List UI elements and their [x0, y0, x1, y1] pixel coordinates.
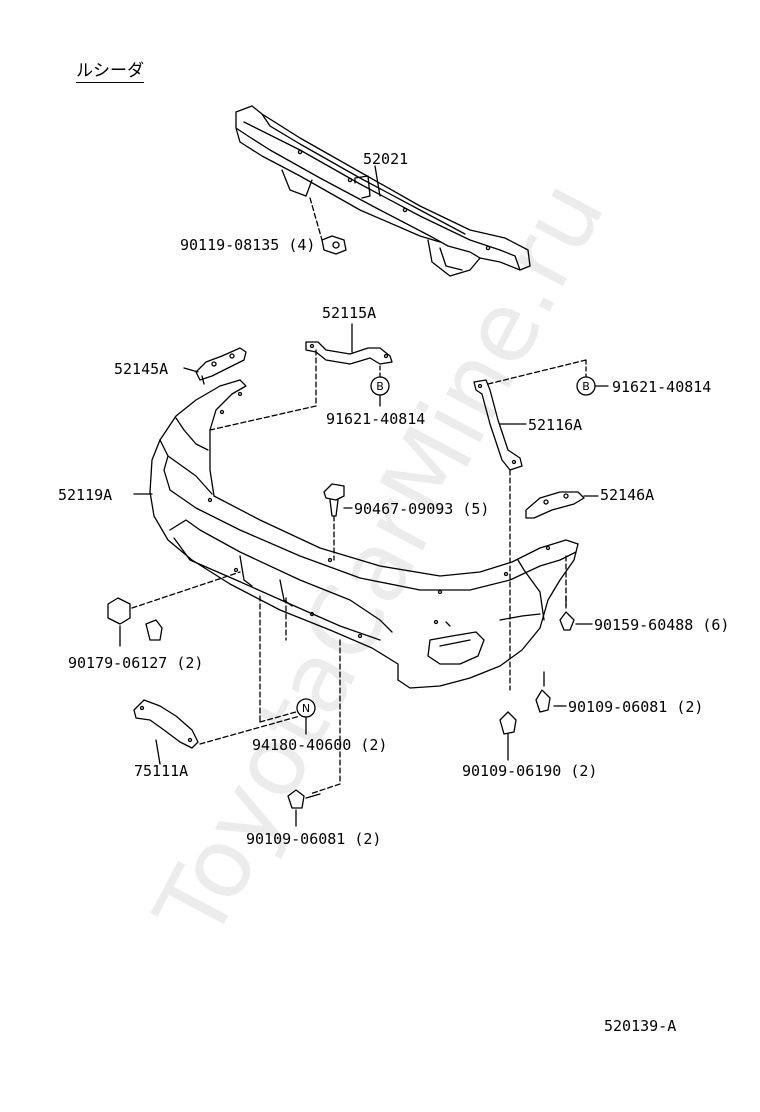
label-52115A: 52115A [322, 304, 377, 322]
bumper-cover-52119A [149, 379, 579, 689]
lower-bracket-75111A [133, 699, 199, 765]
bracket-52115A [305, 341, 393, 365]
label-91621-40814-left: 91621-40814 [326, 410, 426, 428]
label-90109-06081-bottom: 90109-06081 (2) [246, 830, 382, 848]
label-52116A: 52116A [528, 416, 583, 434]
label-90179-06127: 90179-06127 (2) [68, 654, 204, 672]
label-90119-08135: 90119-08135 (4) [180, 236, 316, 254]
label-90467-09093: 90467-09093 (5) [354, 500, 490, 518]
leader-52021 [374, 165, 381, 197]
bolt-90109-06081-bottom [285, 597, 341, 827]
label-90109-06081-right: 90109-06081 (2) [568, 698, 704, 716]
bolt-90109-06081-right [535, 671, 567, 713]
bracket-52146A [525, 491, 585, 519]
clip-b-right [487, 359, 609, 396]
variant-heading: ルシーダ [76, 61, 144, 83]
label-52021: 52021 [363, 150, 409, 168]
clip-b-left [370, 365, 390, 407]
label-94180-40600: 94180-40600 (2) [252, 736, 388, 754]
screw-90159-60488 [559, 595, 593, 631]
badge-b-left: B [376, 380, 384, 393]
label-90109-06190: 90109-06190 (2) [462, 762, 598, 780]
leader-52145A [183, 367, 199, 373]
label-52146A: 52146A [600, 486, 655, 504]
bolt-90109-06190 [499, 711, 517, 761]
bolt-90119-08135 [309, 197, 347, 255]
badge-b-right: B [582, 380, 590, 393]
label-91621-40814-right: 91621-40814 [612, 378, 712, 396]
nut-n [199, 595, 316, 745]
label-75111A: 75111A [134, 762, 189, 780]
retainer-90467-09093 [323, 483, 353, 561]
bracket-52145A [195, 347, 247, 385]
badge-n: N [302, 702, 310, 715]
label-90159-60488: 90159-60488 (6) [594, 616, 730, 634]
bumper-reinforcement-52021 [235, 105, 531, 277]
guides-upper [209, 349, 567, 691]
label-52119A: 52119A [58, 486, 113, 504]
label-52145A: 52145A [114, 360, 169, 378]
stay-52116A [473, 379, 523, 471]
figure-code: 520139-A [604, 1017, 677, 1035]
nut-90179-06127 [107, 571, 241, 647]
